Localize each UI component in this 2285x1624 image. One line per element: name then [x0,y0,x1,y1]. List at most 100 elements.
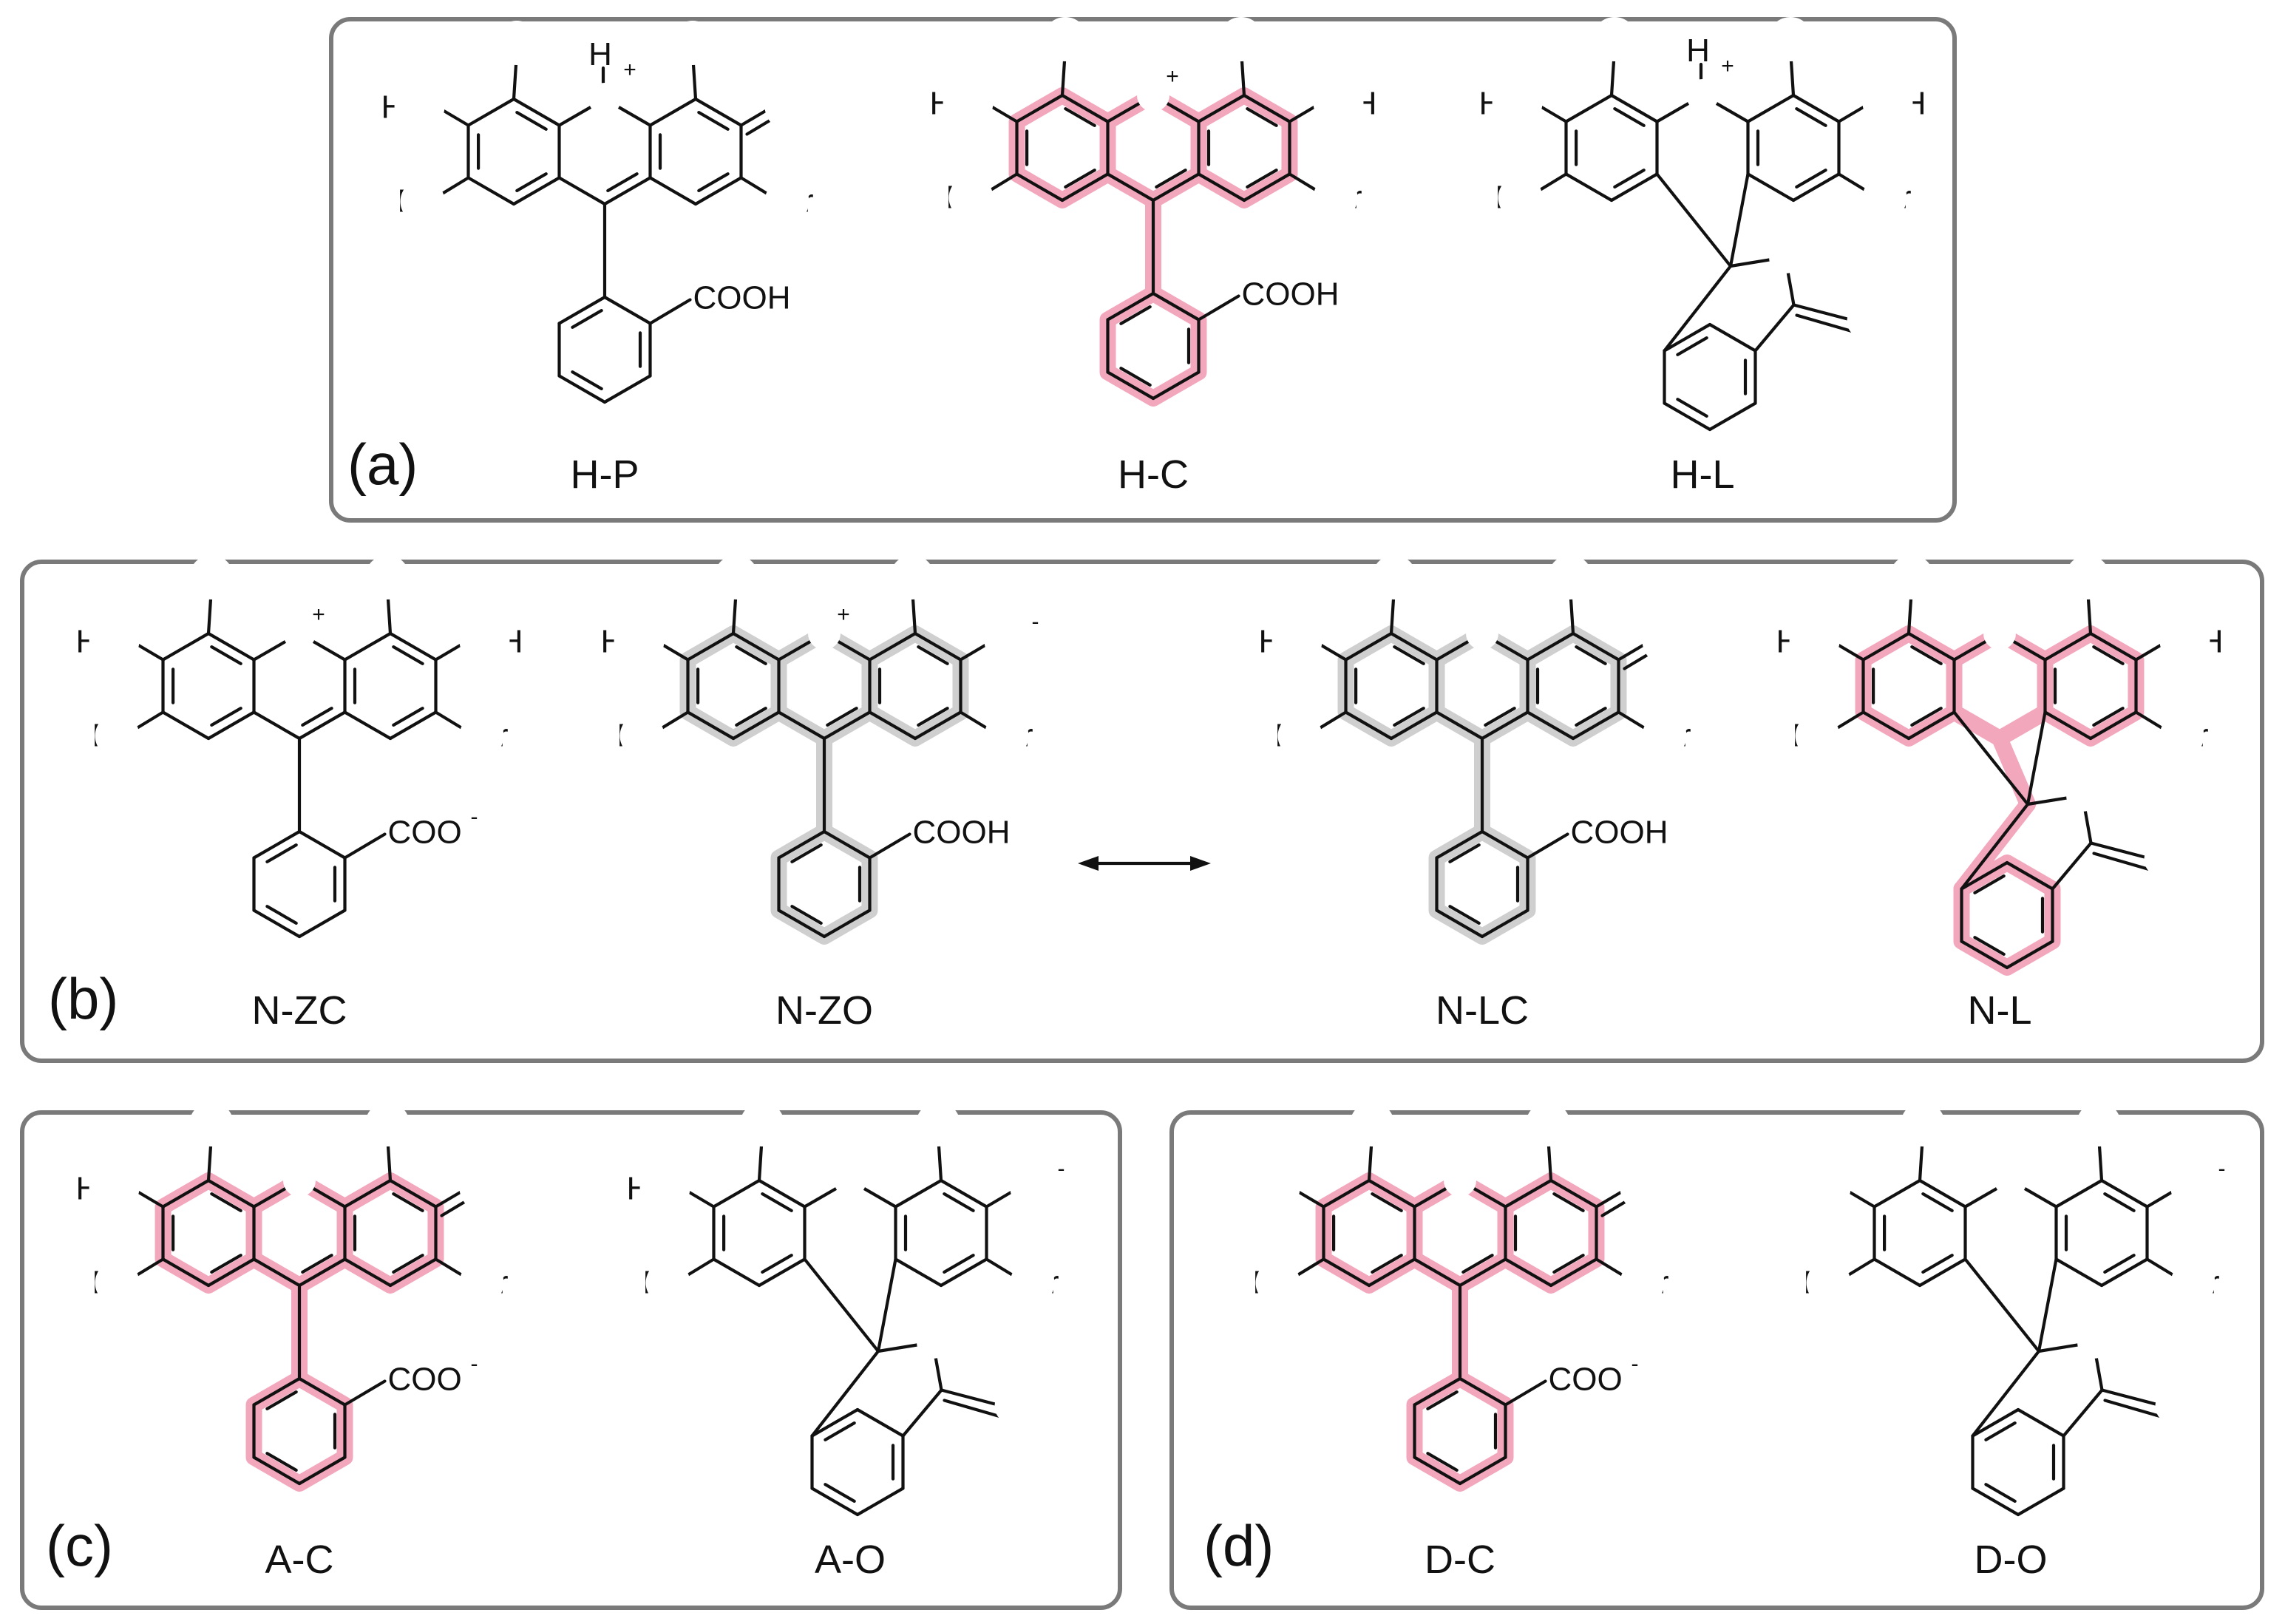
bond [602,374,652,404]
bond [2005,940,2054,970]
bond [1663,322,1712,353]
double-bond [2103,1399,2163,1419]
double-bond [1984,1483,2017,1504]
label-mask [1313,77,1364,128]
label-mask [764,81,815,132]
bond [1526,832,1569,860]
bond [1663,401,1712,432]
label-mask [764,179,809,224]
bond [731,631,781,662]
double-bond [1575,707,1607,727]
bond [1344,631,1393,662]
atom-label: COO [1549,1362,1623,1398]
bond [343,1178,393,1209]
bond [2062,1388,2104,1438]
label-mask [364,555,410,599]
label-mask [1862,77,1913,128]
label-mask [1769,241,1802,274]
molecules-layer: OH+BrBrBrBrHOOCOOHO+BrBrBrBrHOOHCOOHOH+B… [76,17,2226,1517]
double-bond [265,905,298,925]
molecule-name: N-LC [1436,988,1529,1033]
bond [693,97,743,127]
double-bond [1910,645,1943,665]
bond [1197,93,1246,123]
bond [297,1376,347,1407]
label-mask [2159,615,2210,666]
label-mask [2077,1326,2110,1359]
bond [2088,710,2138,741]
label-mask [95,713,140,758]
label-mask [1983,617,2016,650]
atom-label: COO [388,815,462,851]
double-bond [210,1254,242,1274]
label-mask [1795,713,1840,758]
label-mask [1806,1260,1851,1305]
bond [1753,303,1796,353]
label-mask [2065,555,2110,599]
bond [1549,1257,1598,1288]
bond [252,710,302,741]
bond [1480,829,1529,860]
label-mask [645,1260,690,1305]
double-bond [1461,1254,1494,1274]
label-mask [2144,841,2180,877]
highlight-ring [1992,730,2036,812]
label-mask [1372,555,1417,599]
bond [1151,370,1201,401]
bond [894,1178,943,1209]
double-bond [301,707,333,727]
bond [252,1257,302,1288]
label-mask [1218,17,1263,61]
double-bond [1676,398,1708,418]
label-mask [89,1162,140,1213]
double-bond [2103,1254,2136,1274]
double-bond [790,843,823,863]
bond [161,1257,211,1288]
label-mask [95,1260,140,1305]
bond [388,631,438,662]
bond [1151,172,1201,203]
molecule-name: N-ZC [252,988,347,1033]
bond [1413,1257,1462,1288]
double-bond [210,1192,242,1212]
bond [1861,631,1911,662]
highlight-ring [2037,625,2145,747]
label-mask [1642,615,1693,666]
double-bond [1246,169,1278,188]
double-bond [1426,1390,1459,1410]
label-mask [459,1162,510,1213]
bond [913,631,962,662]
bond [868,710,917,741]
bond [1791,172,1841,203]
bond [557,374,607,404]
bond [686,710,736,741]
double-bond [392,707,424,727]
bond [1918,1178,1967,1209]
label-mask [740,1102,785,1146]
bond [557,295,607,325]
double-bond [943,1399,1002,1419]
bond [512,176,561,206]
highlight-ring [1099,285,1207,407]
double-bond [735,645,767,665]
highlight-ring [679,625,787,747]
bond [1791,93,1841,123]
molecule-name: D-C [1425,1538,1495,1582]
double-bond [392,1192,424,1212]
double-bond [265,1452,298,1472]
bond [1504,1379,1547,1407]
bond [1564,172,1614,203]
label-mask [1547,555,1592,599]
label-mask [283,617,316,650]
label-mask [1620,1260,1665,1305]
resonance-arrow [1078,856,1211,871]
bond [1413,1376,1462,1407]
double-bond [1448,905,1481,925]
double-bond [2103,1192,2136,1212]
label-mask [400,179,445,224]
bond [297,1455,347,1486]
eosin-structure: OBrBrBrBrO-OCOO- [1253,1104,1669,1492]
double-bond [1393,707,1425,727]
bond [1435,710,1484,741]
bond [1197,172,1246,203]
